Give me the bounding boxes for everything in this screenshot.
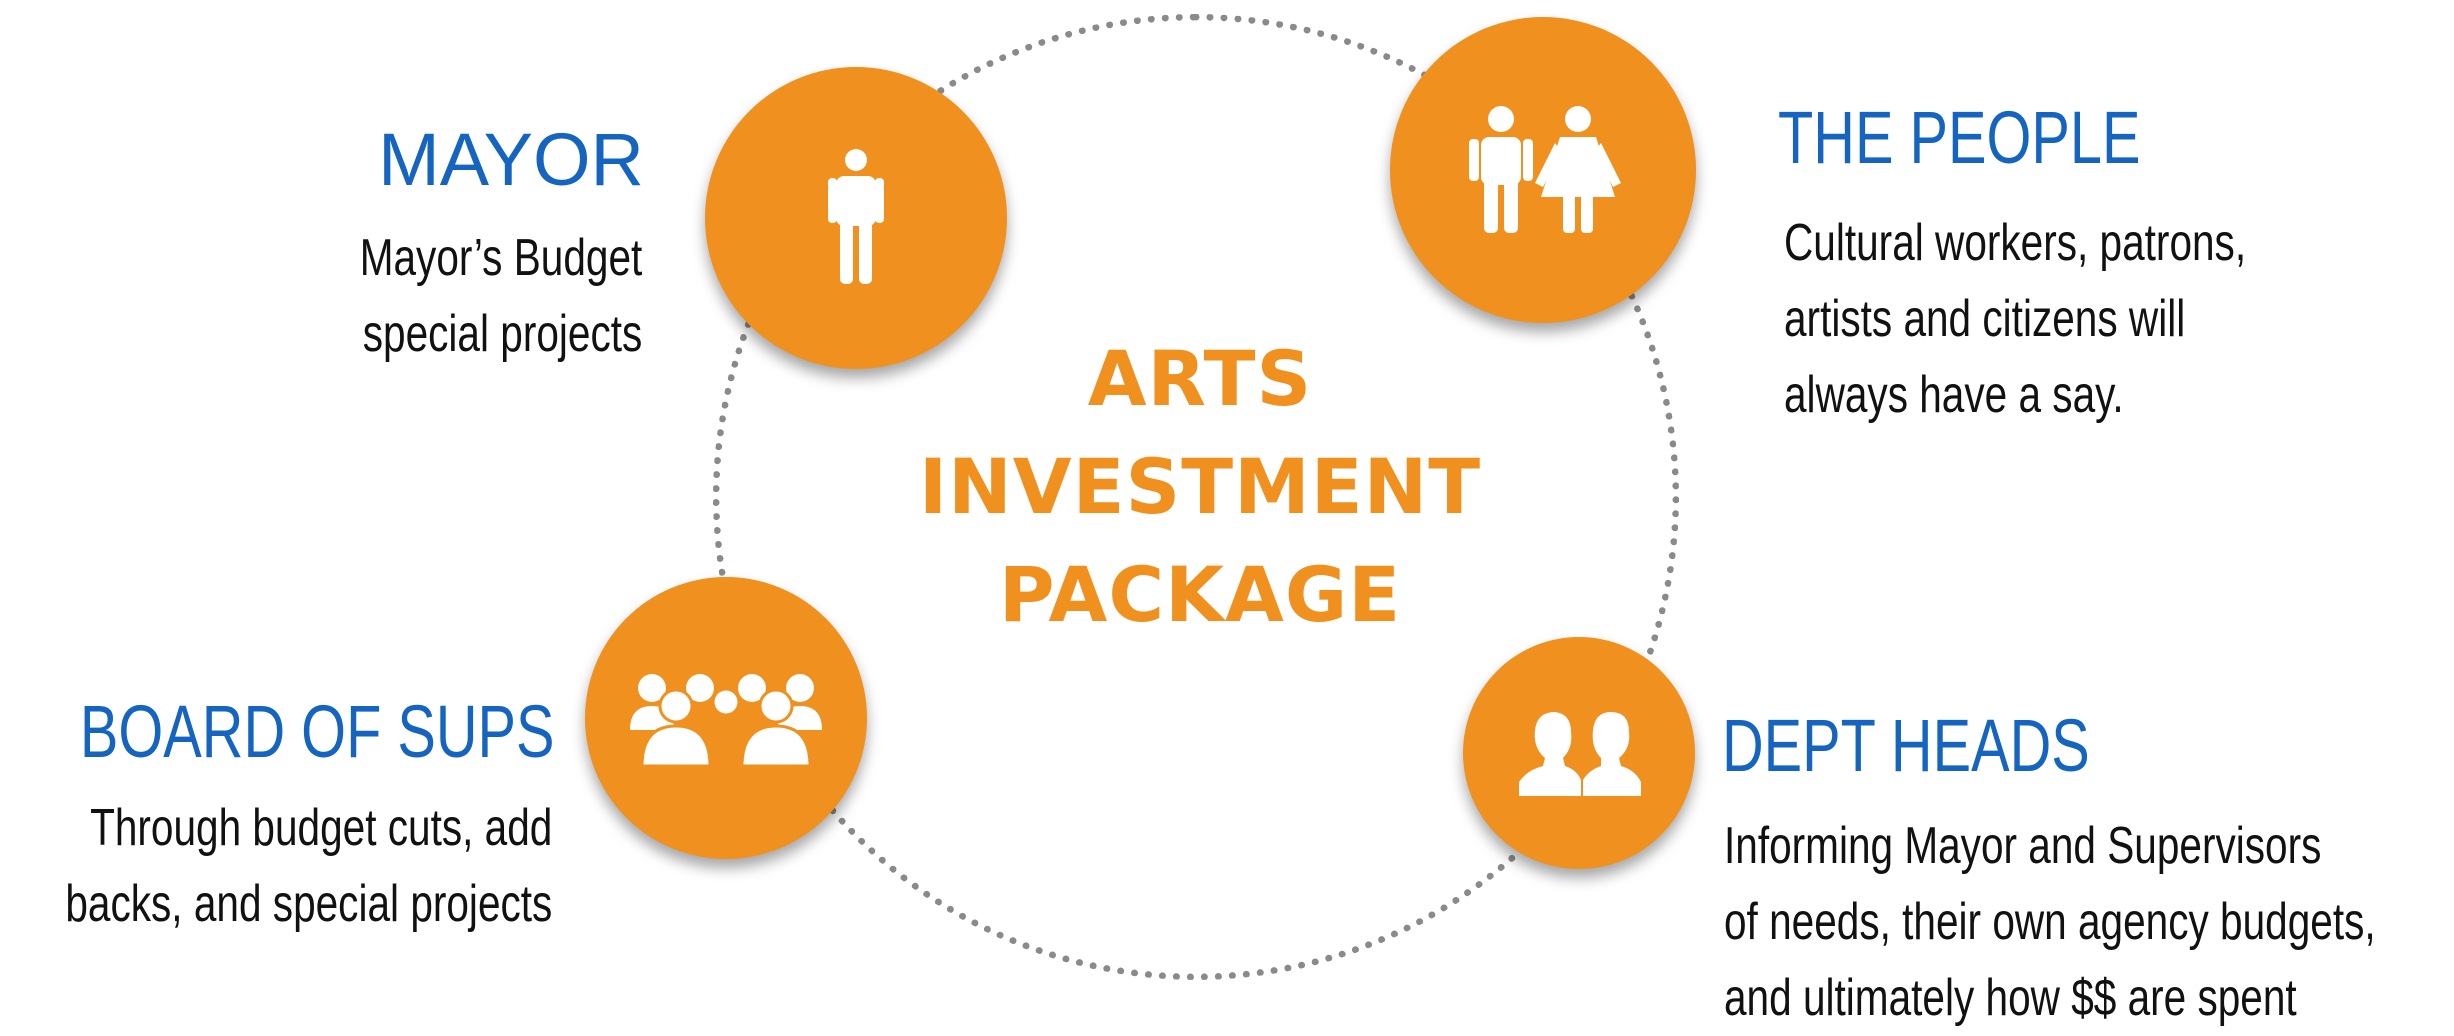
dept-heads-description-line-3: and ultimately how $$ are spent bbox=[1724, 969, 2297, 1027]
group-icon bbox=[630, 674, 822, 768]
board-of-sups-title: BOARD OF SUPS bbox=[80, 690, 555, 773]
the-people-description: Cultural workers, patrons, artists and c… bbox=[1784, 205, 2246, 433]
board-of-sups-node bbox=[585, 577, 867, 859]
mayor-node bbox=[705, 67, 1007, 369]
person-icon bbox=[828, 149, 884, 284]
mayor-title: MAYOR bbox=[378, 118, 644, 201]
dept-heads-title: DEPT HEADS bbox=[1722, 704, 2090, 787]
dept-heads-description-line-2: of needs, their own agency budgets, bbox=[1724, 893, 2376, 951]
center-title-line-3: PACKAGE bbox=[998, 550, 1402, 639]
the-people-description-line-2: artists and citizens will bbox=[1784, 290, 2186, 348]
center-title: ARTS INVESTMENT PACKAGE bbox=[890, 325, 1510, 649]
board-of-sups-description: Through budget cuts, add backs, and spec… bbox=[65, 790, 552, 942]
the-people-node bbox=[1390, 17, 1696, 323]
board-of-sups-description-line-2: backs, and special projects bbox=[65, 875, 552, 933]
mayor-description-line-1: Mayor’s Budget bbox=[359, 229, 642, 287]
two-heads-icon bbox=[1519, 712, 1641, 796]
the-people-description-line-1: Cultural workers, patrons, bbox=[1784, 214, 2247, 272]
dept-heads-description: Informing Mayor and Supervisors of needs… bbox=[1724, 808, 2376, 1036]
center-title-line-2: INVESTMENT bbox=[918, 442, 1482, 531]
man-woman-icon bbox=[1469, 106, 1621, 233]
dotted-cycle-ring bbox=[713, 14, 1679, 980]
dept-heads-description-line-1: Informing Mayor and Supervisors bbox=[1724, 817, 2322, 875]
the-people-title: THE PEOPLE bbox=[1778, 96, 2141, 179]
mayor-description: Mayor’s Budget special projects bbox=[359, 220, 642, 372]
mayor-description-line-2: special projects bbox=[362, 305, 642, 363]
the-people-description-line-3: always have a say. bbox=[1784, 366, 2124, 424]
board-of-sups-description-line-1: Through budget cuts, add bbox=[89, 799, 552, 857]
dept-heads-node bbox=[1463, 637, 1695, 869]
center-title-line-1: ARTS bbox=[1087, 334, 1313, 423]
